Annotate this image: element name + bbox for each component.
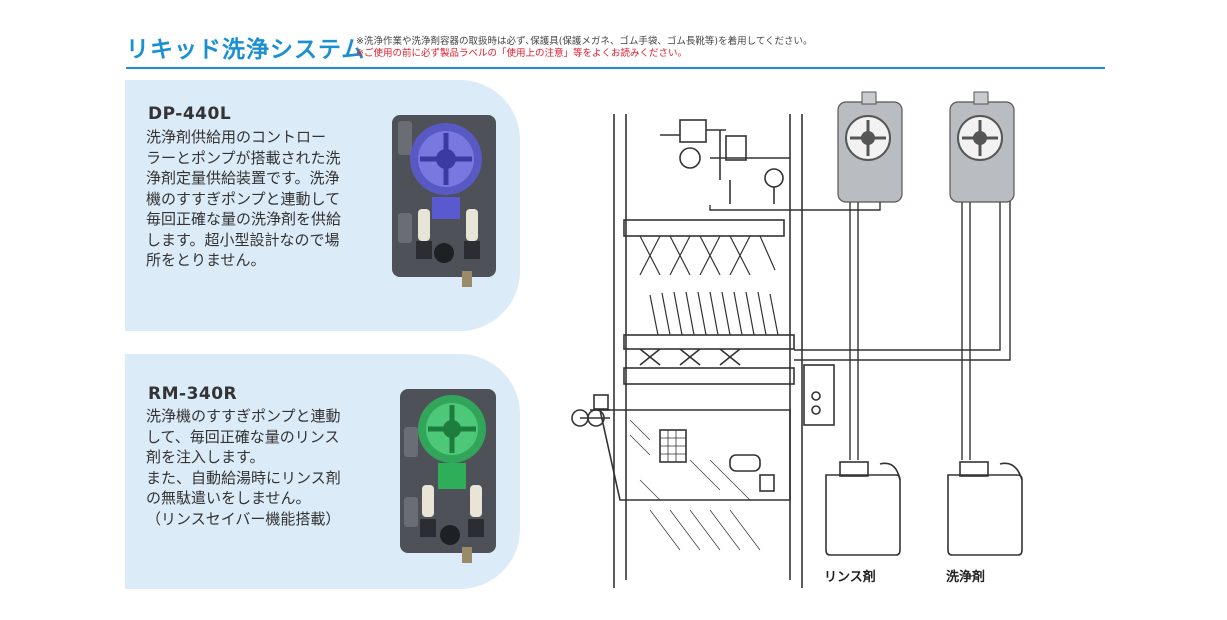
- product-description-dp440l: 洗浄剤供給用のコントロー ラーとポンプが搭載された洗 浄剤定量供給装置です。洗浄…: [146, 127, 378, 271]
- safety-note-ppe: ※洗浄作業や洗浄剤容器の取扱時は必ず､保護具(保護メガネ、ゴム手袋、ゴム長靴等)…: [356, 36, 813, 47]
- pump-rm340r-image: [400, 389, 496, 563]
- safety-note-label: ※ご使用の前に必ず製品ラベルの「使用上の注意」等をよくお読みください。: [356, 48, 687, 59]
- product-model-dp440l: DP-440L: [148, 104, 232, 124]
- pressure-gauge-icon: [764, 168, 784, 188]
- desc-line: 毎回正確な量の洗浄剤を供給: [146, 210, 342, 228]
- gauge-icon: [679, 147, 701, 169]
- washer-system-diagram: [571, 91, 1023, 588]
- desc-line: 洗浄機のすすぎポンプと連動: [146, 407, 341, 425]
- desc-line: ラーとポンプが搭載された洗: [146, 148, 341, 167]
- product-description-rm340r: 洗浄機のすすぎポンプと連動 して、毎回正確な量のリンス 剤を注入します。 また、…: [146, 406, 378, 529]
- pump-unit-rinse: [837, 91, 903, 203]
- pump-dp440l-image: [392, 115, 496, 287]
- rinse-agent-tank: [825, 474, 901, 556]
- desc-line: します。超小型設計なので場: [146, 230, 340, 249]
- tank-label-detergent: 洗浄剤: [946, 570, 986, 585]
- safety-notes: ※洗浄作業や洗浄剤容器の取扱時は必ず､保護具(保護メガネ、ゴム手袋、ゴム長靴等)…: [356, 36, 813, 60]
- desc-line: 所をとりません。: [146, 251, 266, 269]
- detergent-tank: [947, 474, 1023, 556]
- desc-line: また、自動給湯時にリンス剤: [146, 468, 341, 487]
- pump-unit-detergent: [949, 91, 1015, 203]
- desc-line: 剤を注入します。: [146, 448, 265, 466]
- desc-line: 洗浄剤供給用のコントロー: [146, 128, 327, 146]
- tube-detergent-feed: [794, 200, 1011, 361]
- tank-label-rinse: リンス剤: [824, 570, 876, 585]
- header-divider: [126, 67, 1105, 69]
- page-title: リキッド洗浄システム: [126, 37, 366, 63]
- desc-line: の無駄遣いをしません。: [146, 489, 311, 507]
- desc-line: 浄剤定量供給装置です。洗浄: [146, 169, 340, 187]
- product-model-rm340r: RM-340R: [148, 384, 238, 404]
- desc-line: （リンスセイバー機能搭載）: [146, 509, 341, 528]
- desc-line: して、毎回正確な量のリンス: [146, 427, 340, 446]
- desc-line: 機のすすぎポンプと連動して: [146, 189, 341, 208]
